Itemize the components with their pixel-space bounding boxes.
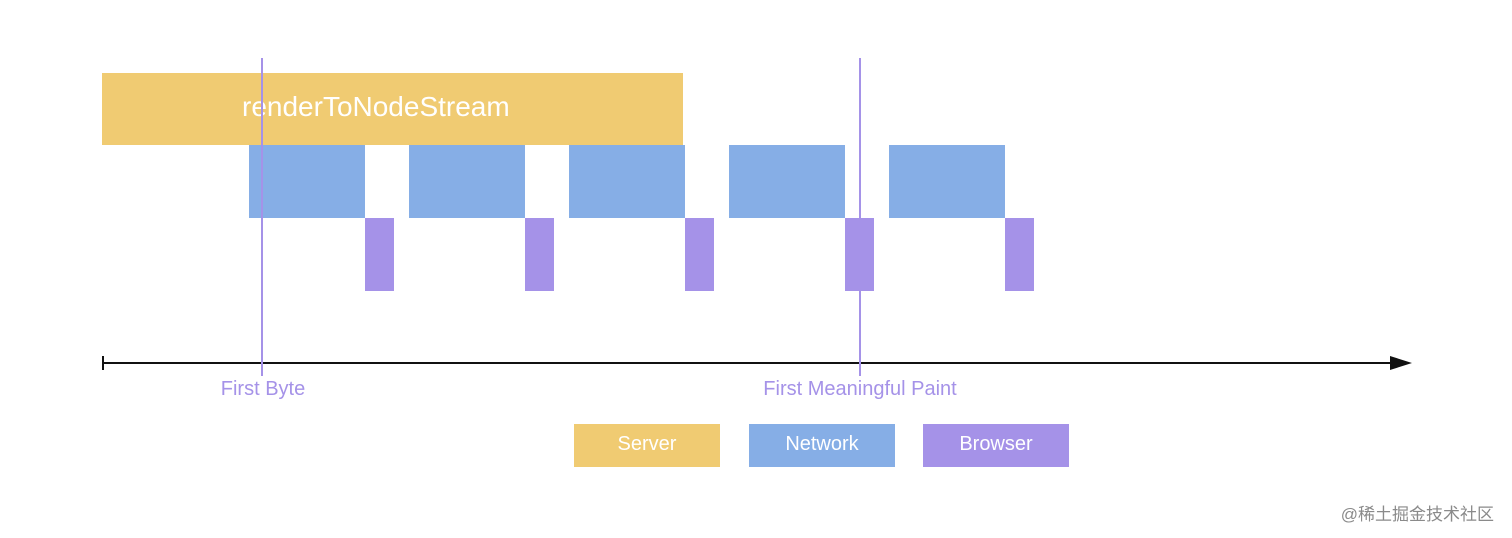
network-chunk-2 <box>409 145 525 218</box>
browser-chunk-3 <box>685 218 714 291</box>
server-render-label: renderToNodeStream <box>242 91 510 122</box>
browser-chunk-5 <box>1005 218 1034 291</box>
legend-server: Server <box>574 424 720 467</box>
first-meaningful-paint-marker-line <box>859 58 861 376</box>
network-chunk-1 <box>249 145 365 218</box>
browser-chunk-2 <box>525 218 554 291</box>
first-meaningful-paint-label: First Meaningful Paint <box>763 378 957 400</box>
browser-chunk-1 <box>365 218 394 291</box>
network-chunk-4 <box>729 145 845 218</box>
time-axis-arrow-icon <box>1390 356 1412 370</box>
server-render-bar: renderToNodeStream <box>102 73 683 145</box>
time-axis-line <box>103 362 1393 364</box>
first-byte-label: First Byte <box>220 378 306 400</box>
legend-network: Network <box>749 424 895 467</box>
legend-browser: Browser <box>923 424 1069 467</box>
time-axis-start-tick <box>102 356 104 370</box>
watermark: @稀土掘金技术社区 <box>1340 505 1494 524</box>
network-chunk-3 <box>569 145 685 218</box>
first-byte-marker-line <box>261 58 263 376</box>
network-chunk-5 <box>889 145 1005 218</box>
